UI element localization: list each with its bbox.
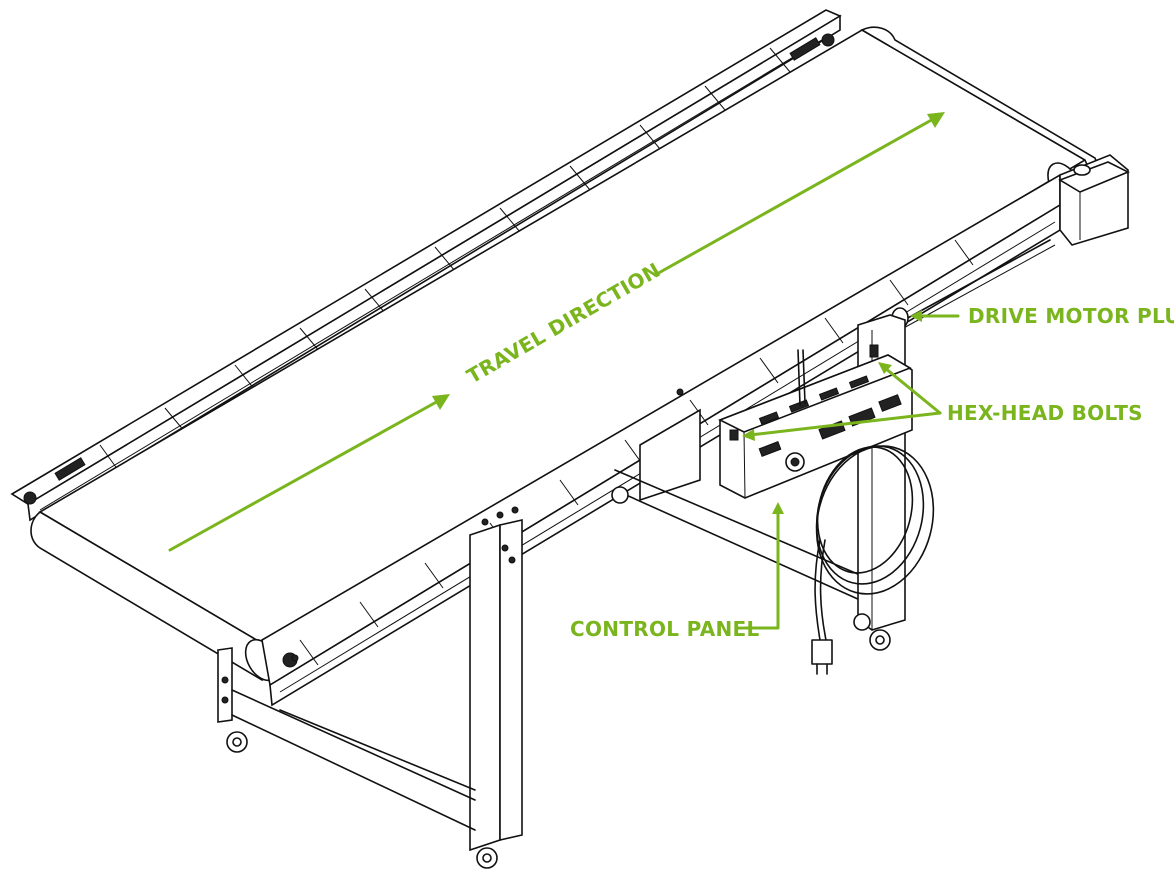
belt-surface bbox=[30, 26, 1098, 682]
control-panel-leader bbox=[743, 502, 784, 630]
drive-motor bbox=[891, 154, 1130, 331]
drive-motor-plug-label: DRIVE MOTOR PLUG bbox=[968, 304, 1174, 328]
left-leg-frame bbox=[217, 518, 523, 869]
travel-direction-arrows bbox=[168, 112, 945, 552]
hex-head-bolts-leader bbox=[742, 362, 942, 441]
control-panel-label: CONTROL PANEL bbox=[570, 617, 760, 641]
far-side-rail bbox=[10, 9, 842, 522]
hex-head-bolts-label: HEX-HEAD BOLTS bbox=[947, 401, 1143, 425]
drive-motor-plug-leader bbox=[910, 310, 960, 322]
power-cord bbox=[811, 445, 935, 675]
